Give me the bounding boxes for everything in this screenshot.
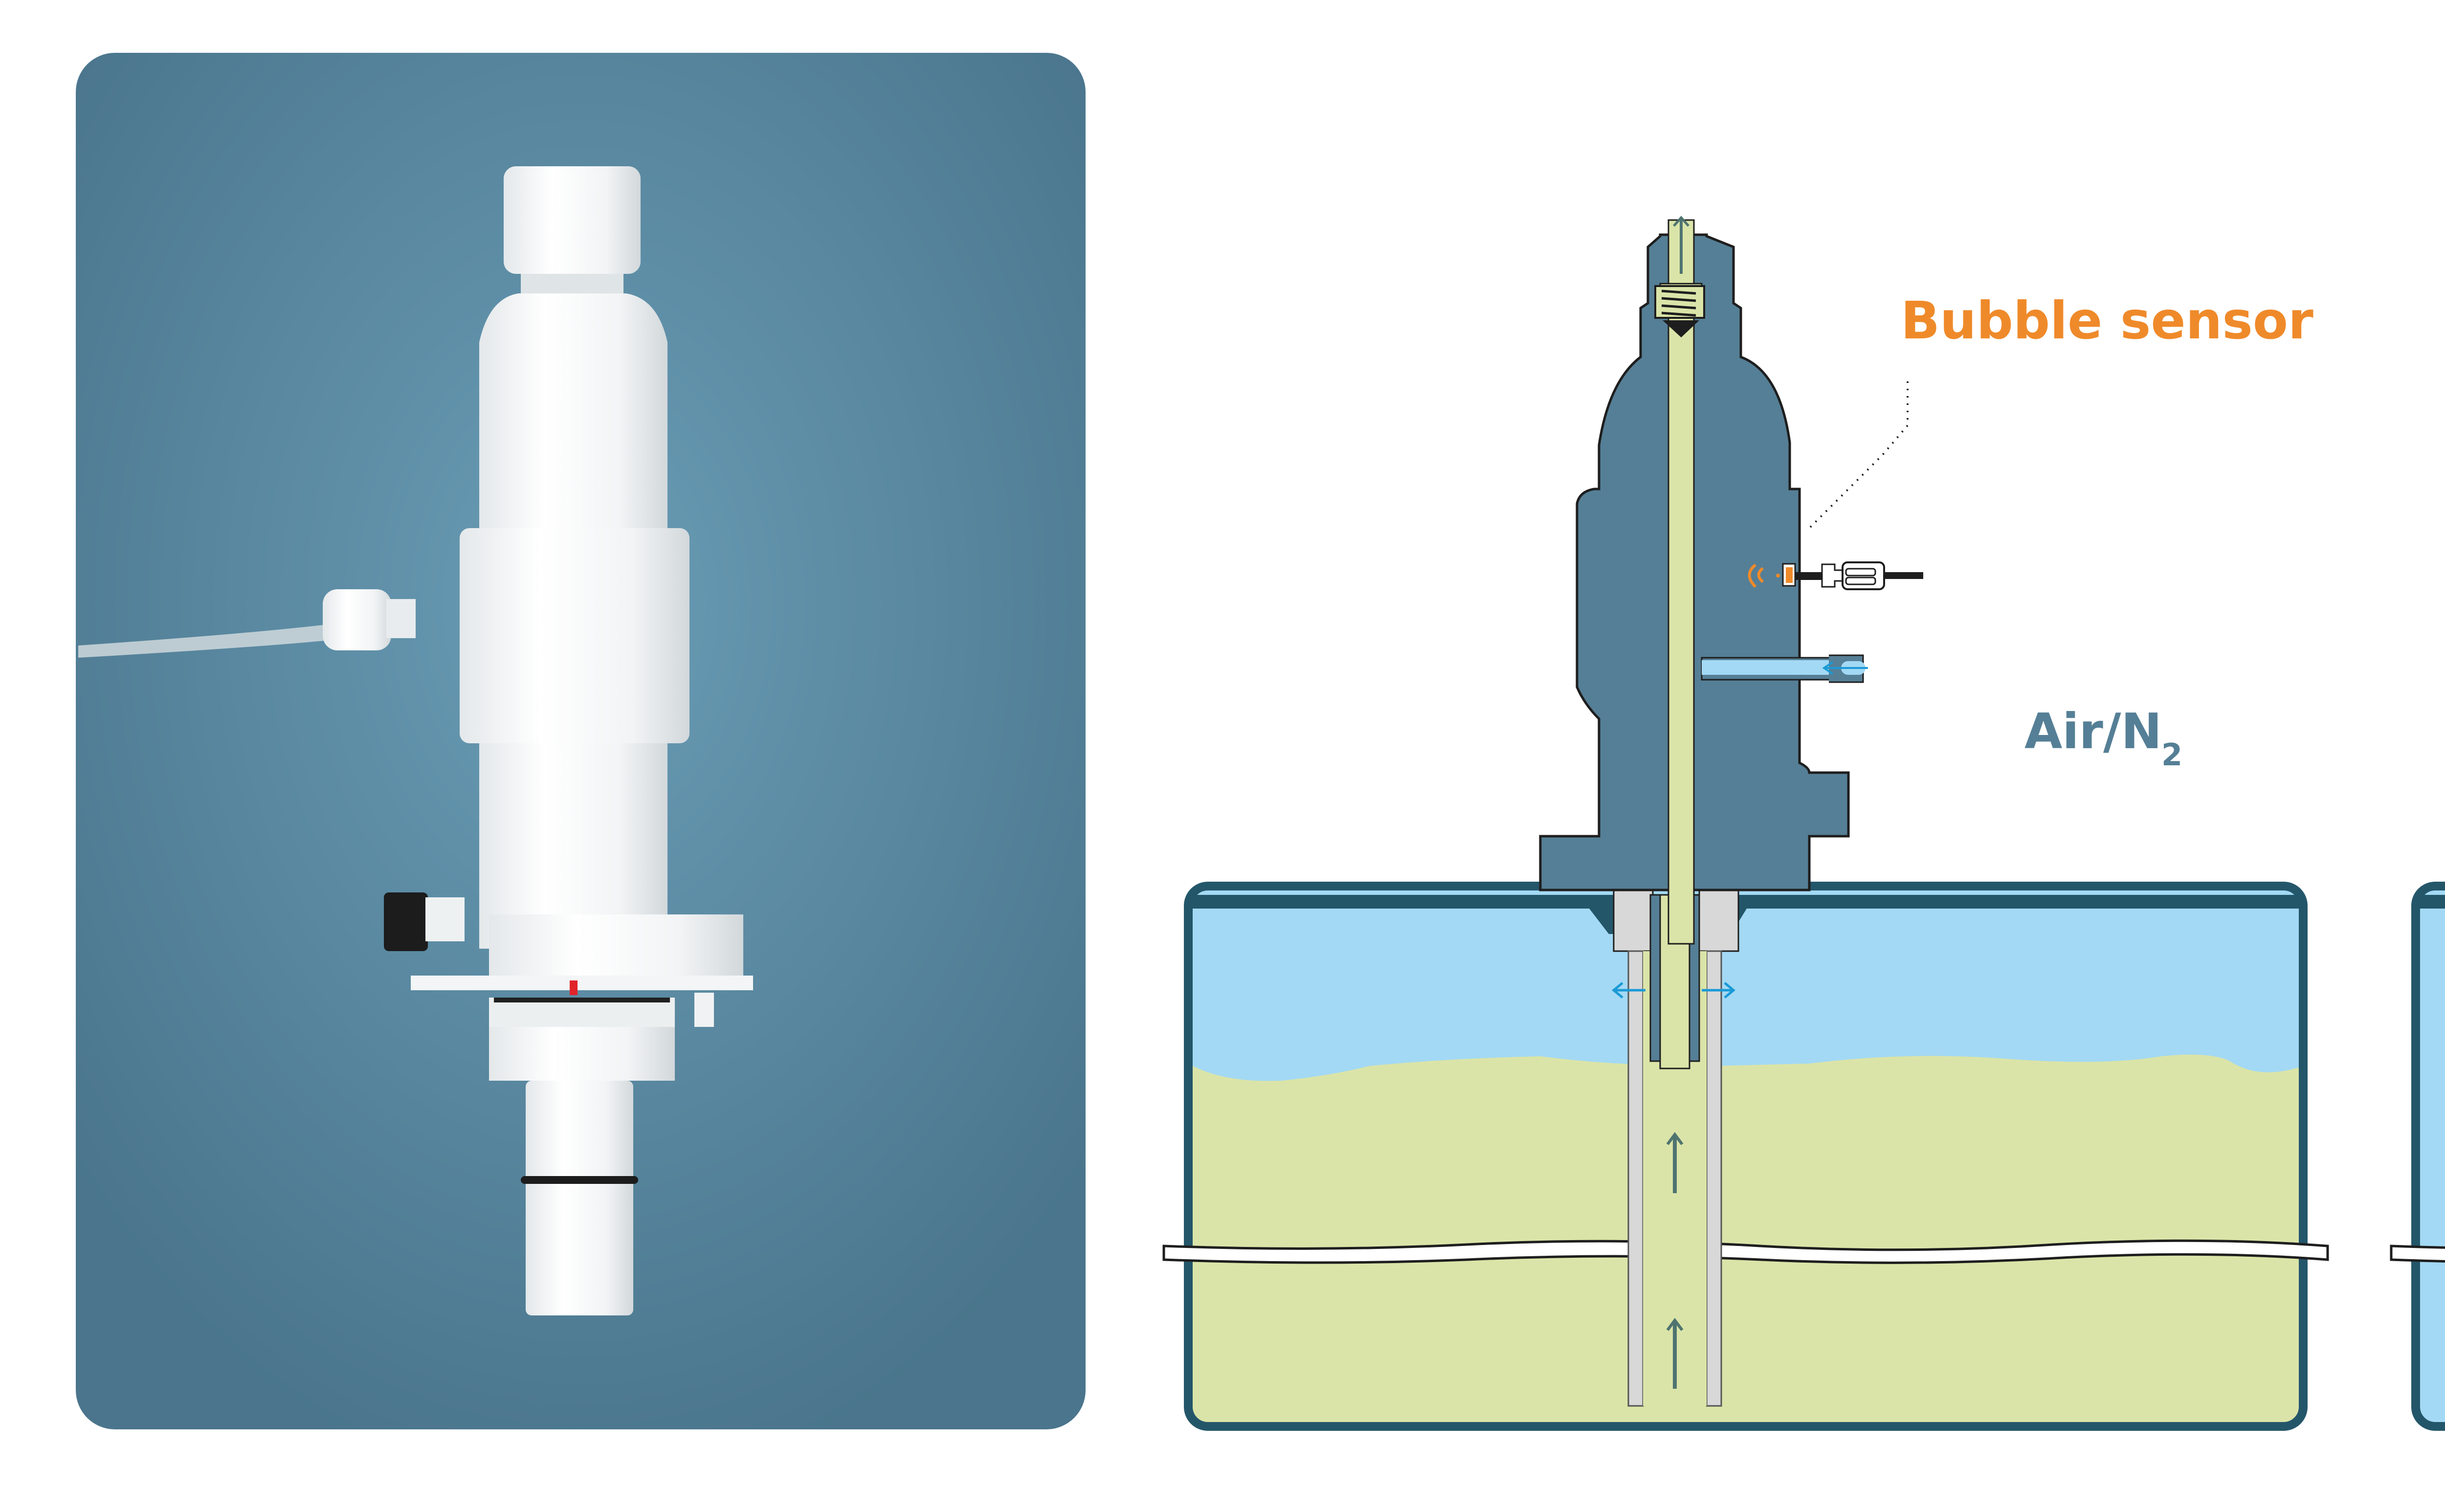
sensor-clip [384,892,428,951]
bubble-detected-panel: Sensor detects air bubbles directly in t… [2390,882,2445,1431]
flow-arrow-outlet [1673,216,1689,274]
dip-tube-left-wall [1627,950,1644,1407]
check-valve-cone [1663,320,1699,337]
bubble-sensor [1748,563,1796,588]
gas-inlet-subscript: 2 [2161,737,2182,773]
check-valve-spring [1654,285,1705,319]
flange [489,914,743,978]
sensor-cable [1884,572,1923,579]
air-tube [78,619,372,658]
o-ring [521,1176,638,1184]
bubble-sensor-label: Bubble sensor [1901,291,2313,351]
side-fitting [323,589,391,650]
vent-arrow-right [1702,982,1735,999]
tank-lid [2416,895,2445,909]
dispense-head-photo [78,166,753,1315]
red-indicator [570,980,578,995]
dip-tube-right-wall [1706,950,1722,1407]
tank-empty [2416,886,2445,1426]
break-line [1162,1239,2329,1264]
sensor-cable-stub [1795,572,1822,580]
flow-arrow-tank-lower [1666,1318,1684,1389]
vent-arrow-left [1612,982,1645,999]
product-photo-panel [76,53,1086,1429]
dip-tube-stub [526,1081,633,1315]
liquid-channel [1667,219,1695,945]
tank-wall [2411,882,2445,1431]
gas-inlet-fitting [1701,654,1868,683]
gas-inlet-label: Air/N [2024,703,2162,760]
middle-body [460,528,689,743]
dispense-head-cross-section [1539,216,1923,945]
upper-body [479,293,667,528]
gas-inlet-arrow [1822,661,1868,675]
top-nut [504,166,641,274]
break-line [2390,1245,2445,1263]
sensor-connector [1821,563,1844,588]
tank [1188,886,2303,1426]
normal-operation-panel: Bubble sensor Air/N 2 [1162,216,2329,1431]
tank-headspace [2416,886,2445,1426]
sensor-leader-line [1808,381,1909,529]
liquid-level [1188,1054,2303,1426]
flow-arrow-tank-upper [1666,1132,1684,1193]
